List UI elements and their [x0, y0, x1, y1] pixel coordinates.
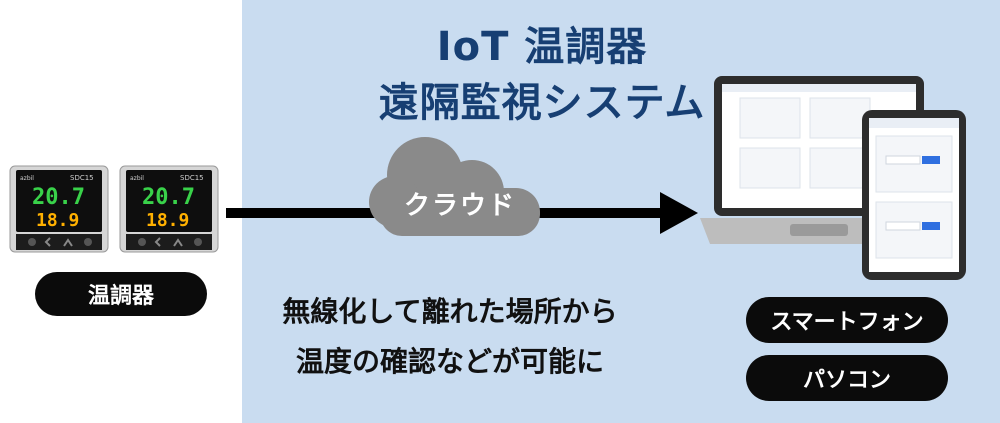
svg-text:azbil: azbil	[20, 175, 34, 182]
controller-1-pv: 20.7	[32, 185, 85, 210]
cloud-icon	[369, 137, 540, 236]
controller-2-sv: 18.9	[146, 210, 189, 231]
controller-2-model: SDC15	[180, 174, 204, 182]
controller-1-model: SDC15	[70, 174, 94, 182]
connection-diagram	[226, 137, 698, 236]
tablet-icon	[862, 110, 966, 280]
description-line-1: 無線化して離れた場所から	[282, 295, 618, 328]
controller-1-sv: 18.9	[36, 210, 79, 231]
description-line-2: 温度の確認などが可能に	[295, 345, 604, 378]
controller-2-pv: 20.7	[142, 185, 195, 210]
connection-arrow-head	[660, 192, 698, 234]
temperature-controllers: azbil SDC15 20.7 18.9 azbil SDC15 20.7 1…	[9, 165, 219, 253]
devices-illustration	[700, 76, 966, 280]
title-line-1: IoT 温調器	[436, 24, 648, 70]
controller-unit-2: azbil SDC15 20.7 18.9	[119, 165, 219, 253]
pc-label-pill: パソコン	[746, 355, 948, 401]
controller-label-pill: 温調器	[35, 272, 207, 316]
svg-text:azbil: azbil	[130, 175, 144, 182]
cloud-label: クラウド	[403, 191, 516, 221]
controller-unit-1: azbil SDC15 20.7 18.9	[9, 165, 109, 253]
smartphone-label-pill: スマートフォン	[746, 297, 948, 343]
title-line-2: 遠隔監視システム	[378, 80, 706, 126]
